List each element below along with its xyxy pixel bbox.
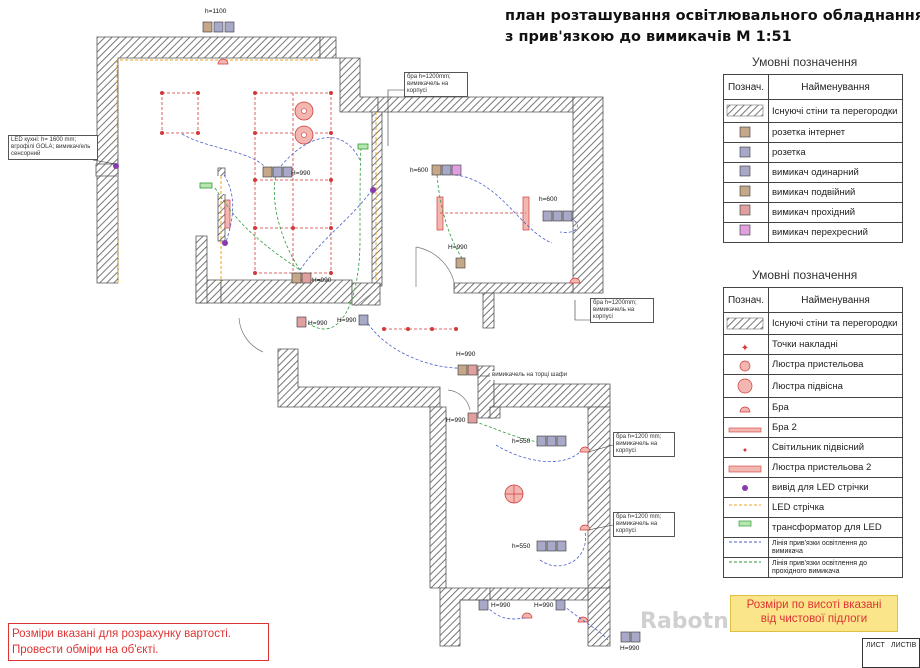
switch-single-icon: [723, 162, 769, 183]
legend1-col-name: Найменування: [768, 74, 903, 100]
legend1-item: вимикач одинарний: [768, 162, 903, 183]
pendant-chandelier-icon: [723, 374, 769, 398]
surface-point-icon: [723, 334, 769, 355]
legend2-col-symbol: Познач.: [723, 287, 769, 313]
sconce2-icon: [723, 417, 769, 438]
legend2-item: Точки накладні: [768, 334, 903, 355]
title-line-1: план розташування освітлювального обладн…: [505, 8, 920, 24]
legend2-table: Познач.Найменування Існуючі стіни та пер…: [723, 287, 903, 578]
ceiling-chandelier2-icon: [723, 457, 769, 478]
pendant-chandelier-icon: [294, 101, 314, 145]
height-label: H=990: [620, 645, 640, 652]
legend1-item: вимикач подвійний: [768, 182, 903, 203]
legend1-item: вимикач прохідний: [768, 202, 903, 223]
note-wardrobe: вимикачель на торці шафи: [490, 371, 606, 380]
note-bra-right: бра h=1200mm; вимикачель на корпусі: [590, 298, 654, 323]
sconce-icon: [723, 397, 769, 418]
ceiling-chandelier-icon: [723, 354, 769, 375]
note-bra-r1: бра h=1200 mm; вимикачель на корпусі: [613, 432, 675, 457]
led-output-icon: [113, 163, 376, 246]
socket-icon: [723, 142, 769, 163]
note-bra-r2: бра h=1200 mm; вимикачель на корпусі: [613, 512, 675, 537]
legend2-item: Люстра підвісна: [768, 374, 903, 398]
legend1-item: розетка: [768, 142, 903, 163]
height-label: H=990: [291, 170, 311, 177]
binding-lines-blue: [181, 133, 609, 641]
switch-passthrough-icon: [723, 202, 769, 223]
door-swings: [238, 246, 471, 411]
ceiling-chandelier-icon: [504, 484, 524, 504]
switch-cross-icon: [723, 222, 769, 243]
legend2-item: трансформатор для LED: [768, 517, 903, 538]
height-label: H=990: [308, 320, 328, 327]
legend2-item: Світильник підвісний: [768, 437, 903, 458]
walls: [95, 36, 611, 647]
legend1-item: розетка інтернет: [768, 122, 903, 143]
stamp-sheets: ЛИСТІВ: [891, 642, 917, 649]
legend2-item: Лінія прив'язки освітлення до вимикача: [768, 537, 903, 558]
led-transformer-icon: [199, 143, 369, 189]
height-label: h=1100: [205, 8, 227, 15]
height-note-line-2: від чистової підлоги: [760, 613, 868, 625]
height-label: H=990: [446, 417, 466, 424]
led-strips: [116, 59, 377, 284]
binding-lines-green: [214, 147, 541, 443]
hatch-icon: [723, 99, 769, 123]
height-note: Розміри по висоті вказані від чистової п…: [730, 595, 898, 632]
height-label: H=990: [337, 317, 357, 324]
height-label: h=600: [539, 196, 558, 203]
legend2-item: Бра 2: [768, 417, 903, 438]
legend2-col-name: Найменування: [768, 287, 903, 313]
title-stamp: ЛИСТ ЛИСТІВ: [862, 638, 920, 668]
warning-line-1: Розміри вказані для розрахунку вартості.: [12, 628, 231, 640]
legend2-item: Лінія прив'язки освітлення до прохідного…: [768, 557, 903, 578]
height-label: H=990: [534, 602, 554, 609]
legend2-item: LED стрічка: [768, 497, 903, 518]
legend2-item: Люстра пристельова 2: [768, 457, 903, 478]
legend2-item: вивід для LED стрічки: [768, 477, 903, 498]
height-label: H=990: [312, 277, 332, 284]
led-transformer-icon: [723, 517, 769, 538]
note-leaders: [92, 89, 614, 531]
led-strip-icon: [723, 497, 769, 518]
warning-line-2: Провести обміри на об'єкті.: [12, 644, 159, 656]
switch-groups: [202, 21, 641, 643]
legend1-item: Існуючі стіни та перегородки: [768, 99, 903, 123]
height-label: H=990: [491, 602, 511, 609]
legend2-item: Існуючі стіни та перегородки: [768, 312, 903, 335]
legend1-table: Познач.Найменування Існуючі стіни та пер…: [723, 74, 903, 243]
note-bra-top: бра h=1200mm; вимикачель на корпусі: [404, 72, 468, 97]
legend1-item: вимикач перехресний: [768, 222, 903, 243]
internet-socket-icon: [723, 122, 769, 143]
height-label: H=990: [448, 244, 468, 251]
page-title: план розташування освітлювального обладн…: [505, 6, 920, 48]
surface-points-corridor: [382, 327, 458, 331]
height-label: h=550: [512, 543, 531, 550]
legend1-heading: Умовні позначення: [752, 55, 858, 69]
hatch-icon: [723, 312, 769, 335]
legend2-heading: Умовні позначення: [752, 268, 858, 282]
binding-line-blue-icon: [723, 537, 769, 558]
height-label: H=990: [456, 351, 476, 358]
height-label: h=600: [410, 167, 429, 174]
warning-note: Розміри вказані для розрахунку вартості.…: [8, 623, 269, 661]
pendant-lamp-icon: [723, 437, 769, 458]
title-line-2: з прив'язкою до вимикачів М 1:51: [505, 29, 792, 45]
height-note-line-1: Розміри по висоті вказані: [746, 599, 882, 611]
legend2-item: Бра: [768, 397, 903, 418]
legend1-col-symbol: Познач.: [723, 74, 769, 100]
note-led-kitchen: LED кухні: h= 1600 mm; вгрофілі GOLA; ви…: [8, 135, 98, 160]
kitchen-point-marks: [160, 91, 333, 275]
led-output-icon: [723, 477, 769, 498]
sconce-icon: [217, 58, 591, 623]
legend2-item: Люстра пристельова: [768, 354, 903, 375]
switch-double-icon: [723, 182, 769, 203]
binding-line-green-icon: [723, 557, 769, 578]
stamp-sheet: ЛИСТ: [866, 642, 885, 649]
height-label: h=550: [512, 438, 531, 445]
